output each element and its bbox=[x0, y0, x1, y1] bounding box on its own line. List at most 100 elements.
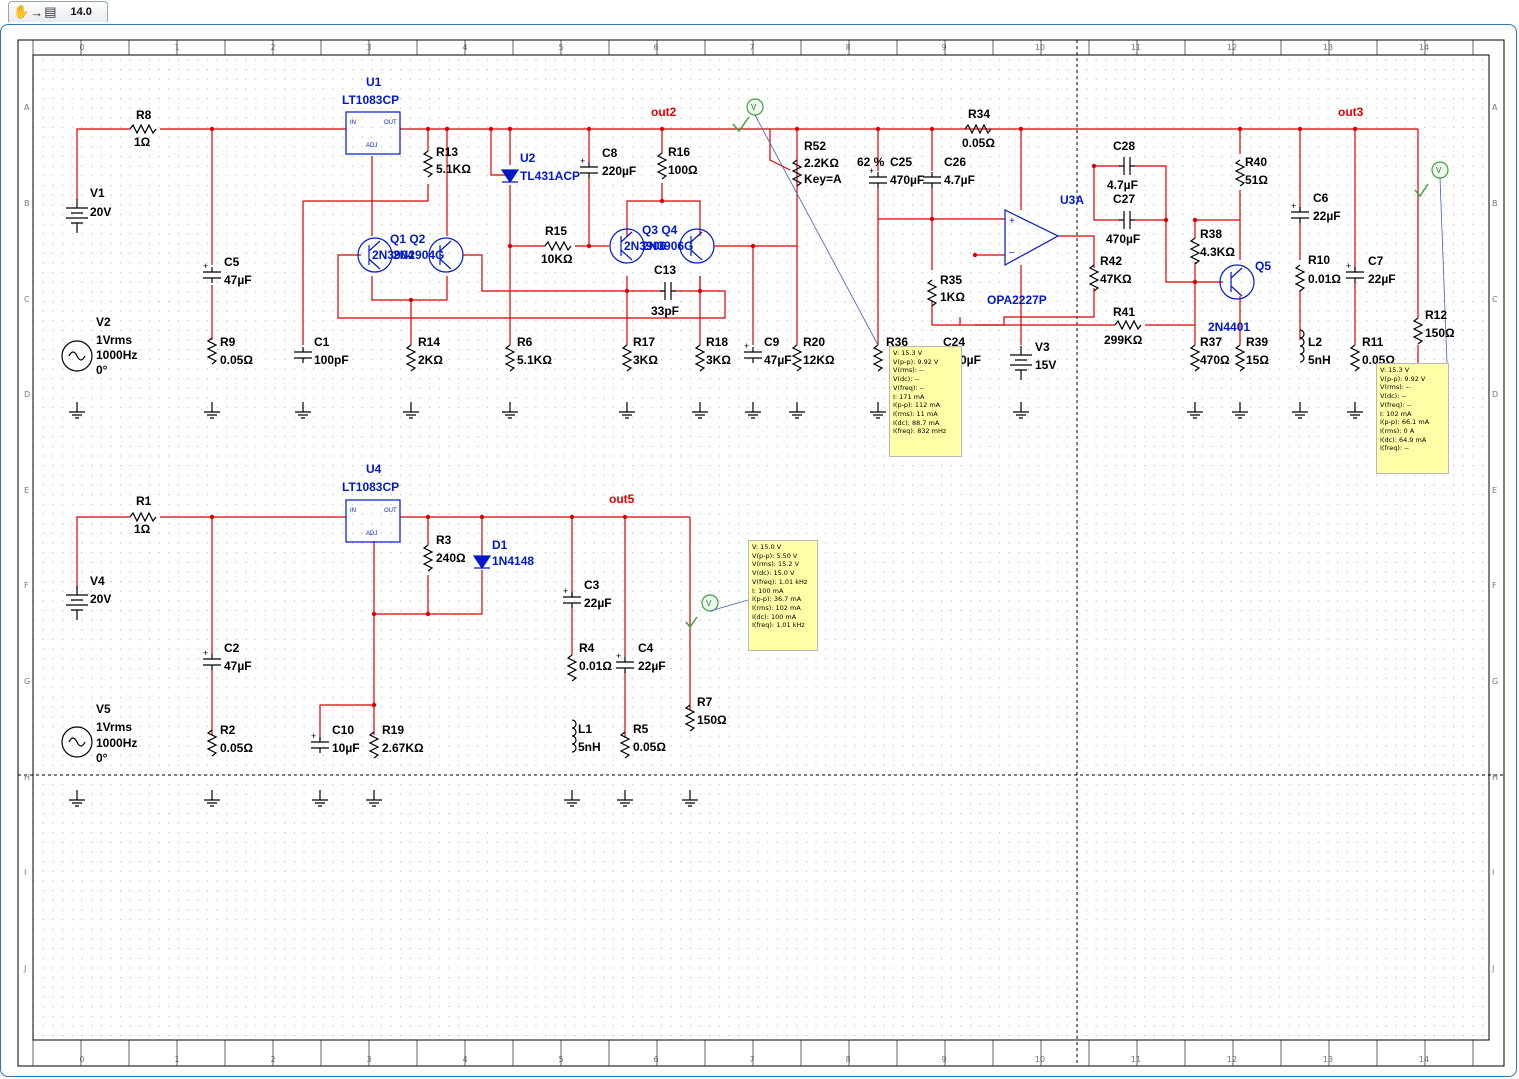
v4-value: 20V bbox=[90, 592, 111, 606]
ground-symbol bbox=[745, 402, 761, 419]
c8-label: C8 bbox=[602, 146, 618, 160]
c26-label: C26 bbox=[944, 155, 966, 169]
junction bbox=[479, 514, 485, 520]
ruler-col-top: 13 bbox=[1323, 43, 1333, 52]
r16-label: R16 bbox=[668, 145, 690, 159]
ground-symbol bbox=[789, 402, 805, 419]
r5-value: 0.05Ω bbox=[633, 740, 666, 754]
ground-symbol bbox=[366, 790, 382, 807]
ground-symbol bbox=[619, 402, 635, 419]
capacitor-symbol bbox=[563, 592, 581, 608]
r4-value: 0.01Ω bbox=[579, 659, 612, 673]
v5-label: V5 bbox=[96, 702, 111, 716]
r10-value: 0.01Ω bbox=[1308, 272, 1341, 286]
ruler-row-left: I bbox=[24, 868, 26, 877]
junction bbox=[794, 126, 800, 132]
wire bbox=[319, 541, 375, 740]
probe-line: I(p-p): 66.1 mA bbox=[1380, 418, 1430, 427]
capacitor-symbol bbox=[203, 654, 221, 670]
probe-line: V(dc): -- bbox=[893, 375, 920, 384]
v5-value: 1Vrms bbox=[96, 720, 132, 734]
ground-symbol bbox=[692, 402, 708, 419]
c5-label: C5 bbox=[224, 255, 240, 269]
wire bbox=[490, 129, 510, 176]
junction bbox=[624, 288, 630, 294]
ruler-col-top: 9 bbox=[941, 43, 946, 52]
r18-value: 3KΩ bbox=[706, 353, 731, 367]
probe-line: I: 171 mA bbox=[893, 392, 925, 401]
capacitor-symbol bbox=[1291, 207, 1309, 223]
ruler-col-top: 0 bbox=[79, 43, 84, 52]
ruler-row-left: J bbox=[23, 964, 26, 973]
ac-source-wave bbox=[68, 737, 86, 747]
v1-label: V1 bbox=[90, 186, 105, 200]
resistor-symbol bbox=[206, 729, 218, 757]
r52-key: Key=A bbox=[804, 172, 842, 186]
r34-value: 0.05Ω bbox=[962, 136, 995, 150]
c25-label: C25 bbox=[890, 155, 912, 169]
probe-leader bbox=[1439, 177, 1448, 364]
r3-label: R3 bbox=[436, 533, 452, 547]
zener-symbol bbox=[500, 169, 520, 184]
resistor-symbol bbox=[1189, 344, 1201, 372]
probe-leader bbox=[754, 114, 879, 346]
junction bbox=[1091, 163, 1097, 169]
capacitor-symbol bbox=[660, 282, 676, 300]
wire bbox=[372, 184, 429, 202]
ruler-row-left: F bbox=[24, 581, 29, 590]
hand-icon[interactable]: ✋ bbox=[13, 4, 30, 19]
q5-label: Q5 bbox=[1255, 259, 1271, 273]
q5-value: 2N4401 bbox=[1208, 320, 1250, 334]
inductor-symbol bbox=[1299, 329, 1305, 363]
r18-label: R18 bbox=[706, 335, 728, 349]
probe-line: I(dc): 64.9 mA bbox=[1380, 435, 1427, 444]
r15-value: 10KΩ bbox=[541, 252, 573, 266]
v4-label: V4 bbox=[90, 574, 105, 588]
c28-label: C28 bbox=[1113, 139, 1135, 153]
u2-value: TL431ACP bbox=[520, 169, 580, 183]
ruler-col-top: 10 bbox=[1035, 43, 1045, 52]
wire bbox=[769, 129, 791, 171]
junction bbox=[1237, 126, 1243, 132]
r13-value: 5.1KΩ bbox=[436, 162, 471, 176]
r20-value: 12KΩ bbox=[803, 353, 835, 367]
resistor-symbol bbox=[1189, 237, 1201, 265]
probe-line: V(rms): 15.2 V bbox=[752, 560, 800, 569]
ruler-row-right: E bbox=[1492, 486, 1497, 495]
probe-line: I(p-p): 112 mA bbox=[893, 401, 941, 410]
junction bbox=[659, 198, 665, 204]
ground-symbol bbox=[403, 402, 419, 419]
junction bbox=[697, 288, 703, 294]
c27-label: C27 bbox=[1113, 192, 1135, 206]
wire bbox=[662, 200, 701, 236]
net-out5: out5 bbox=[609, 492, 635, 506]
capacitor-symbol bbox=[744, 347, 762, 363]
c7-label: C7 bbox=[1368, 254, 1384, 268]
capacitor-polarity: + bbox=[616, 651, 621, 661]
resistor-symbol bbox=[1349, 344, 1361, 372]
resistor-symbol bbox=[1234, 159, 1246, 187]
document-tab[interactable]: ✋ → ▤ 14.0 bbox=[8, 1, 108, 22]
r37-value: 470Ω bbox=[1200, 353, 1230, 367]
r20-label: R20 bbox=[803, 335, 825, 349]
resistor-symbol bbox=[791, 344, 803, 372]
transistor-leads bbox=[1230, 267, 1243, 297]
junction bbox=[209, 126, 215, 132]
ruler-col-bottom: 7 bbox=[749, 1055, 754, 1064]
q1-value: 2N3904 bbox=[372, 248, 414, 262]
transistor-leads bbox=[620, 231, 633, 261]
battery-symbol bbox=[66, 199, 88, 233]
ruler-col-top: 12 bbox=[1227, 43, 1237, 52]
c1-label: C1 bbox=[314, 335, 330, 349]
u3a-value: OPA2227P bbox=[987, 293, 1047, 307]
v2-value: 1Vrms bbox=[96, 333, 132, 347]
ground-symbol bbox=[617, 790, 633, 807]
regulator-pin-out: OUT bbox=[384, 508, 397, 514]
sheet-icon[interactable]: ▤ bbox=[44, 4, 57, 19]
probe-line: I: 100 mA bbox=[752, 586, 784, 595]
l2-label: L2 bbox=[1308, 335, 1322, 349]
r19-value: 2.67KΩ bbox=[382, 741, 424, 755]
